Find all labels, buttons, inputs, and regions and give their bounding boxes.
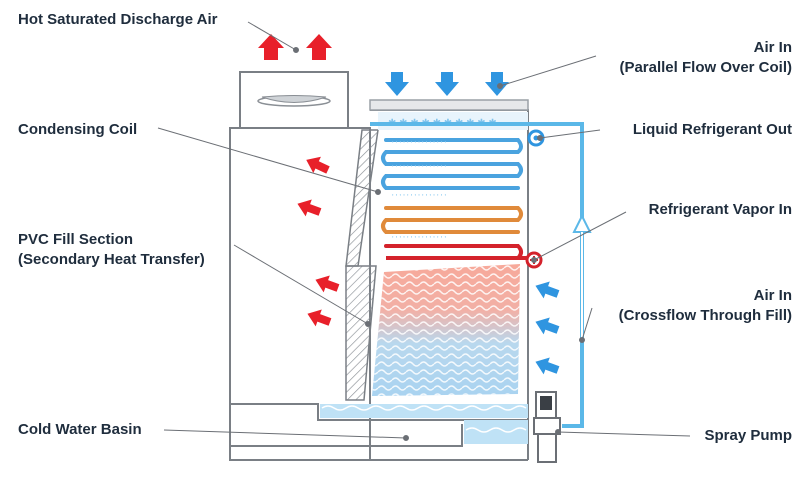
spray-pump-label: Spray Pump <box>704 426 792 446</box>
spray-zone: ✱ ✱ ✱ ✱ ✱ ✱ ✱ ✱ ✱ ✱ <box>378 112 528 130</box>
liquid-out-text: Liquid Refrigerant Out <box>632 121 792 138</box>
top-plate <box>369 99 529 111</box>
hot-discharge-arrows <box>258 34 332 60</box>
condensing-coil-label: Condensing Coil <box>18 120 137 140</box>
leader-lines <box>157 21 691 441</box>
air-in-side-arrows <box>535 281 560 375</box>
air-in-side-label: Air In (Crossflow Through Fill) <box>619 286 792 326</box>
fan-icon <box>257 95 331 107</box>
condensing-coil: ' ' ' ' ' ' ' ' ' ' ' ' ' ' ' ' ' ' ' ' … <box>381 138 530 260</box>
air-in-top-line2: (Parallel Flow Over Coil) <box>619 59 792 76</box>
air-in-top-arrows <box>385 72 509 96</box>
air-in-top-label: Air In (Parallel Flow Over Coil) <box>619 38 792 78</box>
drift-eliminator <box>345 129 379 401</box>
vapor-in-label: Refrigerant Vapor In <box>649 200 792 220</box>
liquid-out-label: Liquid Refrigerant Out <box>633 120 792 140</box>
pvc-fill-line1: PVC Fill Section <box>18 231 134 248</box>
vapor-in-text: Refrigerant Vapor In <box>648 201 792 218</box>
air-in-side-line2: (Crossflow Through Fill) <box>618 307 792 324</box>
condensing-coil-text: Condensing Coil <box>18 121 138 138</box>
pvc-fill-line2: (Secondary Heat Transfer) <box>18 251 205 268</box>
cold-basin-text: Cold Water Basin <box>18 421 142 438</box>
air-in-top-line1: Air In <box>753 39 792 56</box>
svg-text:' ' ' ' ' ' ' ' ' ' ' ' ' ' ': ' ' ' ' ' ' ' ' ' ' ' ' ' ' ' <box>392 164 447 173</box>
tower-structure <box>229 71 529 461</box>
spray-pump-icon <box>533 391 561 463</box>
pipe-flow-arrow <box>572 213 592 340</box>
hot-exhaust-arrows <box>297 156 340 327</box>
pvc-fill <box>372 264 520 396</box>
basin-water <box>320 404 528 444</box>
svg-text:' ' ' ' ' ' ' ' ' ' ' ' ' ' ': ' ' ' ' ' ' ' ' ' ' ' ' ' ' ' <box>392 140 447 149</box>
spray-pump-text: Spray Pump <box>704 427 792 444</box>
svg-text:' ' ' ' ' ' ' ' ' ' ' ' ' ' ': ' ' ' ' ' ' ' ' ' ' ' ' ' ' ' <box>392 235 447 244</box>
pvc-fill-label: PVC Fill Section (Secondary Heat Transfe… <box>18 230 205 270</box>
hot-air-text: Hot Saturated Discharge Air <box>18 11 218 28</box>
air-in-side-line1: Air In <box>753 287 792 304</box>
hot-air-label: Hot Saturated Discharge Air <box>18 10 218 30</box>
cold-basin-label: Cold Water Basin <box>18 420 142 440</box>
svg-text:' ' ' ' ' ' ' ' ' ' ' ' ' ' ': ' ' ' ' ' ' ' ' ' ' ' ' ' ' ' <box>392 193 447 202</box>
